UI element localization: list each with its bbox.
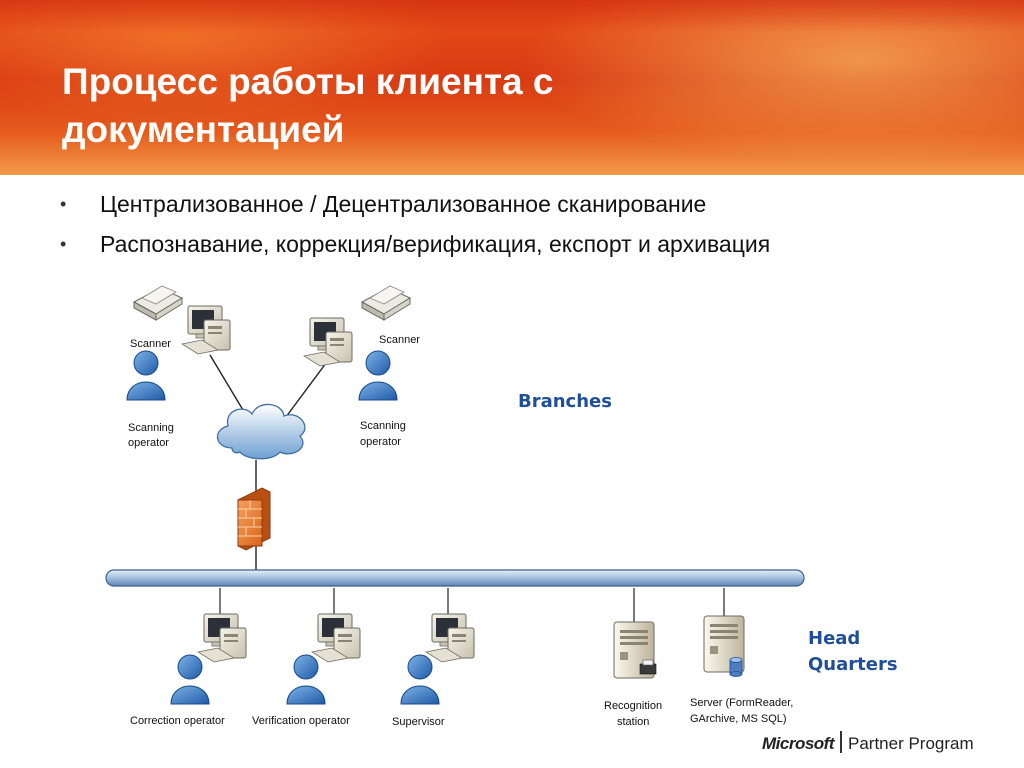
computer-icon xyxy=(425,613,475,663)
recognition-station-label: Recognition xyxy=(604,700,662,712)
scanner-icon xyxy=(133,285,183,321)
cloud-icon xyxy=(216,403,306,460)
scanning-operator-label: operator xyxy=(128,437,169,449)
server-label: GArchive, MS SQL) xyxy=(690,713,787,725)
computer-icon xyxy=(303,317,353,367)
supervisor-label: Supervisor xyxy=(392,716,445,728)
person-icon xyxy=(126,350,166,401)
scanning-operator-label: operator xyxy=(360,436,401,448)
network-bus xyxy=(105,569,805,587)
slide-title-line-1: Процесс работы клиента с xyxy=(62,61,554,102)
computer-icon xyxy=(311,613,361,663)
banner-shade xyxy=(0,0,1024,32)
printer-icon xyxy=(639,659,657,675)
branches-label: Branches xyxy=(518,391,612,412)
scanning-operator-label: Scanning xyxy=(128,422,174,434)
database-icon xyxy=(729,657,743,677)
bullet-marker: • xyxy=(60,194,67,214)
bullet-text: Распознавание, коррекция/верификация, ек… xyxy=(100,231,771,257)
person-icon xyxy=(286,654,326,705)
correction-operator-label: Correction operator xyxy=(130,715,225,727)
verification-operator-label: Verification operator xyxy=(252,715,350,727)
scanner-label: Scanner xyxy=(379,334,420,346)
scanner-icon xyxy=(361,285,411,321)
logo-divider xyxy=(840,731,842,753)
head-quarters-label-line-1: Head xyxy=(808,628,860,649)
person-icon xyxy=(400,654,440,705)
bullet-list: • Централизованное / Децентрализованное … xyxy=(60,184,770,264)
computer-icon xyxy=(181,305,231,355)
bullet-item: • Централизованное / Децентрализованное … xyxy=(60,184,770,224)
recognition-station-label: station xyxy=(617,716,649,728)
scanner-label: Scanner xyxy=(130,338,171,350)
bullet-item: • Распознавание, коррекция/верификация, … xyxy=(60,224,770,264)
bullet-marker: • xyxy=(60,234,67,254)
title-banner: Процесс работы клиента с документацией xyxy=(0,0,1024,175)
head-quarters-label-line-2: Quarters xyxy=(808,654,898,675)
server-label: Server (FormReader, xyxy=(690,697,793,709)
bullet-text: Централизованное / Децентрализованное ск… xyxy=(100,191,707,217)
firewall-icon xyxy=(237,487,271,551)
microsoft-logo-text: Microsoft xyxy=(762,734,835,753)
scanning-operator-label: Scanning xyxy=(360,420,406,432)
slide-title-line-2: документацией xyxy=(62,109,345,150)
person-icon xyxy=(358,350,398,401)
person-icon xyxy=(170,654,210,705)
slide-title: Процесс работы клиента с документацией xyxy=(62,58,762,154)
partner-program-logo: Microsoft Partner Program xyxy=(762,731,974,757)
partner-program-text: Partner Program xyxy=(848,734,974,753)
computer-icon xyxy=(197,613,247,663)
